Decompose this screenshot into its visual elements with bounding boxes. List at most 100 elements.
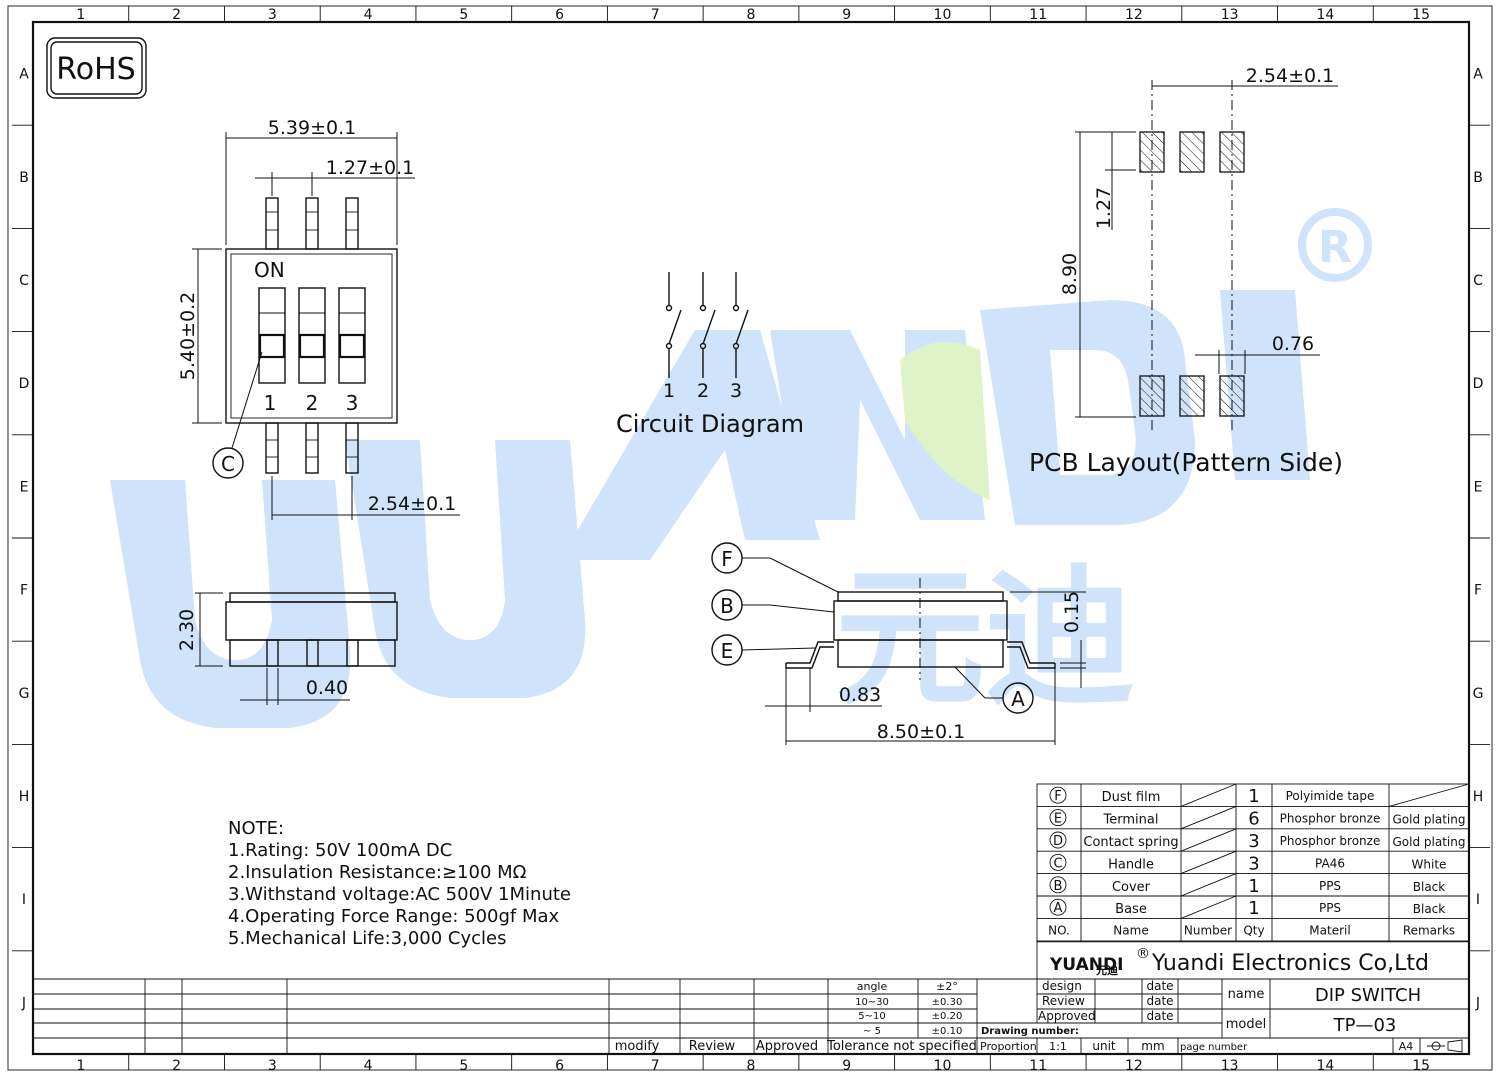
tol-footer: Tolerance not specified (826, 1039, 977, 1054)
bom-no-circle (1049, 853, 1067, 871)
frame-col-7-top: 7 (651, 7, 660, 23)
circuit-diagram: 1 2 3 Circuit Diagram (616, 272, 804, 438)
bom-qty: 6 (1248, 809, 1259, 830)
frame-col-8-top: 8 (747, 7, 756, 23)
callout-a: A (1011, 687, 1025, 711)
bom-qty: 1 (1248, 876, 1259, 897)
bom-remarks: Gold plating (1393, 813, 1466, 827)
top-height-dim: 5.40±0.2 (177, 292, 199, 380)
bom-no-F: F (1054, 789, 1061, 804)
bom-material: PPS (1319, 901, 1341, 915)
tb-name-value: DIP SWITCH (1315, 985, 1421, 1006)
frame-col-9-bottom: 9 (842, 1058, 851, 1074)
logo-reg: ® (1136, 946, 1150, 962)
tol-r2: 5~10 (858, 1011, 885, 1022)
note-line-3: 3.Withstand voltage:AC 500V 1Minute (228, 884, 571, 905)
frame-row-H-right: H (1473, 789, 1484, 805)
frame-row-B-right: B (1473, 170, 1483, 186)
top-width-dim: 5.39±0.1 (268, 117, 356, 139)
front-foot-dim: 0.83 (839, 684, 881, 706)
frame-col-10-bottom: 10 (934, 1058, 952, 1074)
bom-name: Contact spring (1083, 835, 1178, 850)
frame-row-I-right: I (1476, 892, 1480, 908)
frame-col-11-top: 11 (1029, 7, 1047, 23)
top-pitch-dim: 1.27±0.1 (326, 157, 414, 179)
bom-header-no: NO. (1048, 924, 1070, 938)
frame-col-6-bottom: 6 (555, 1058, 564, 1074)
bom-outline (1036, 783, 1470, 943)
bom-material: Polyimide tape (1286, 789, 1375, 803)
frame-row-E-left: E (20, 479, 29, 495)
frame-col-2-top: 2 (172, 7, 181, 23)
side-lead-width-dim: 0.40 (306, 677, 348, 699)
bom-name: Handle (1108, 857, 1154, 872)
tb-mm: mm (1141, 1039, 1164, 1053)
note-line-1: 1.Rating: 50V 100mA DC (228, 840, 452, 861)
tb-proportion: Proportion (980, 1040, 1037, 1053)
frame-col-11-bottom: 11 (1029, 1058, 1047, 1074)
frame-col-9-top: 9 (842, 7, 851, 23)
frame-col-4-top: 4 (364, 7, 373, 23)
rohs-label: RoHS (56, 52, 135, 87)
frame-row-J-left: J (21, 995, 26, 1011)
top-lead-upper-3 (345, 197, 359, 250)
frame-row-I-left: I (22, 892, 26, 908)
switch-contact-bottom (665, 342, 673, 350)
tb-date-1: date (1146, 979, 1173, 993)
bom-name: Dust film (1102, 790, 1161, 805)
top-lead-lower-3 (345, 422, 359, 474)
circuit-label-2: 2 (697, 380, 709, 402)
callout-e: E (721, 639, 734, 663)
frame-row-D-right: D (1473, 376, 1484, 392)
bom-header-qty: Qty (1243, 924, 1264, 938)
bom-header-remarks: Remarks (1403, 924, 1455, 938)
logo-text: YUANDI (1049, 955, 1123, 975)
tb-model-label: model (1226, 1017, 1266, 1032)
tb-approved: Approved (1038, 1009, 1096, 1023)
frame-col-15-bottom: 15 (1412, 1058, 1430, 1074)
pcb-pad-width-dim: 0.76 (1272, 333, 1314, 355)
notes-title: NOTE: (228, 818, 284, 839)
circuit-label-1: 1 (663, 380, 675, 402)
switch-blade-1 (668, 309, 682, 345)
frame-col-14-bottom: 14 (1316, 1058, 1334, 1074)
switch-contact-top (665, 304, 673, 312)
pcb-title: PCB Layout(Pattern Side) (1029, 448, 1343, 477)
frame-row-B-left: B (19, 170, 29, 186)
frame-row-A-right: A (1473, 67, 1483, 83)
bom-remarks: Gold plating (1393, 835, 1466, 849)
side-lead-1 (266, 639, 279, 667)
note-line-5: 5.Mechanical Life:3,000 Cycles (228, 928, 507, 949)
side-lead-2 (306, 639, 319, 667)
side-lead-3 (346, 639, 359, 667)
rev-modify: modify (615, 1039, 660, 1054)
frame-col-8-bottom: 8 (747, 1058, 756, 1074)
watermark-cn: 元迪 (835, 552, 1135, 726)
bom-no-B: B (1054, 879, 1063, 894)
frame-col-3-top: 3 (268, 7, 277, 23)
rev-approved: Approved (756, 1039, 818, 1054)
tb-paper: A4 (1399, 1040, 1414, 1053)
circuit-title: Circuit Diagram (616, 410, 804, 438)
tb-date-3: date (1146, 1009, 1173, 1023)
rohs-badge: RoHS (46, 37, 147, 99)
bom-qty: 3 (1248, 853, 1259, 874)
projection-icon (1427, 1039, 1463, 1053)
frame-row-C-left: C (19, 273, 29, 289)
frame-outer (7, 5, 1493, 1071)
tb-name-label: name (1228, 987, 1265, 1002)
bom-no-C: C (1053, 856, 1062, 871)
notes-block: NOTE: 1.Rating: 50V 100mA DC 2.Insulatio… (228, 818, 571, 949)
frame-col-5-bottom: 5 (459, 1058, 468, 1074)
frame-row-H-left: H (19, 789, 30, 805)
tb-model-value: TP—03 (1333, 1015, 1397, 1036)
position-label-3: 3 (346, 391, 359, 415)
tol-r2v: ±0.20 (932, 1011, 963, 1022)
on-label: ON (254, 258, 285, 282)
bom-header-name: Name (1113, 924, 1148, 938)
frame-col-1-bottom: 1 (76, 1058, 85, 1074)
tol-r3v: ±0.10 (932, 1026, 963, 1037)
bom-no-circle (1049, 786, 1067, 804)
